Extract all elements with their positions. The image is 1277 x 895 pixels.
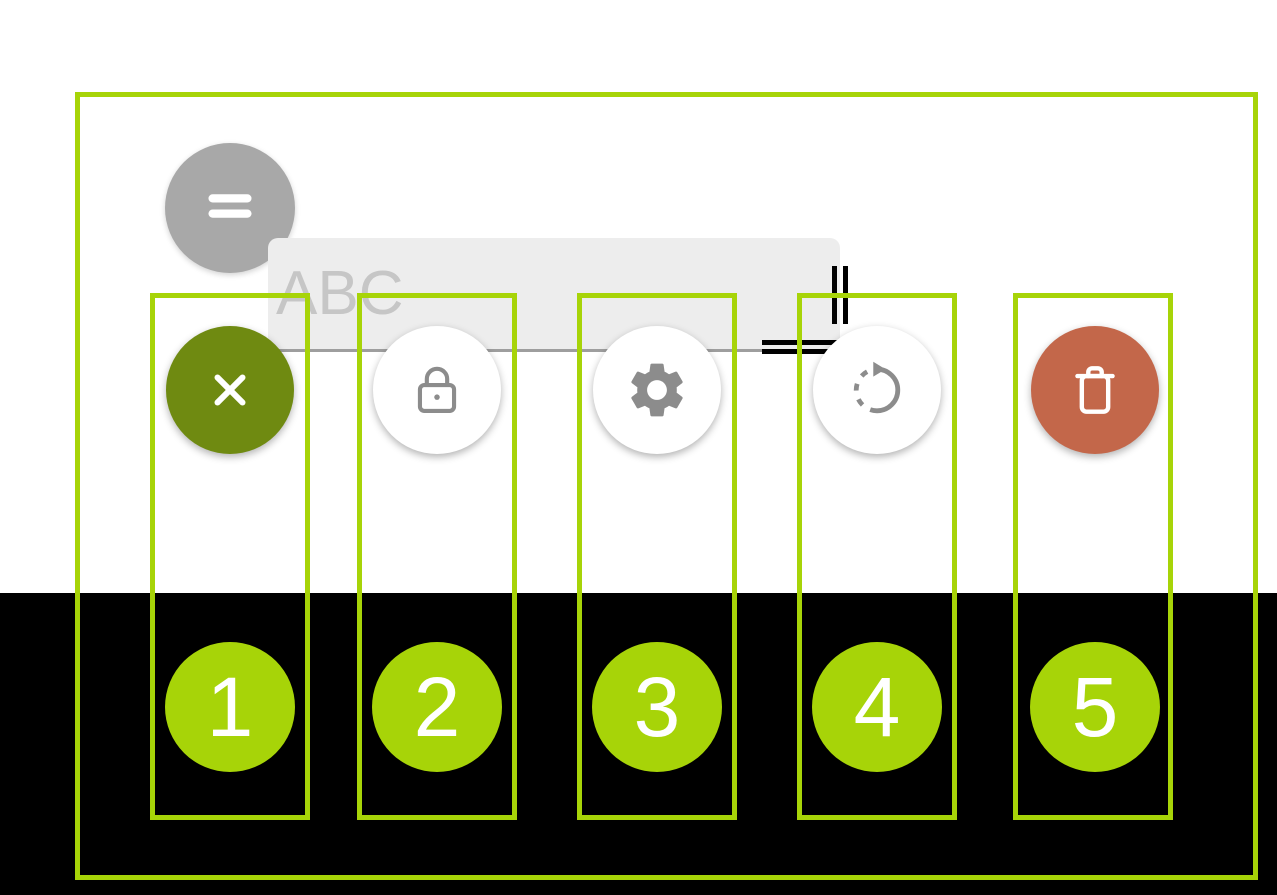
x-icon: [200, 360, 260, 420]
lock-button[interactable]: [373, 326, 501, 454]
text-caret-mark: [762, 340, 851, 345]
settings-button[interactable]: [593, 326, 721, 454]
outer-annotation-box: [75, 92, 1258, 880]
trash-icon: [1064, 359, 1126, 421]
rotate-button[interactable]: [813, 326, 941, 454]
rotate-icon: [845, 358, 909, 422]
lock-icon: [404, 357, 470, 423]
text-caret-mark: [762, 349, 851, 354]
close-button[interactable]: [166, 326, 294, 454]
delete-button[interactable]: [1031, 326, 1159, 454]
equals-icon: [192, 168, 268, 249]
gear-icon: [624, 357, 690, 423]
